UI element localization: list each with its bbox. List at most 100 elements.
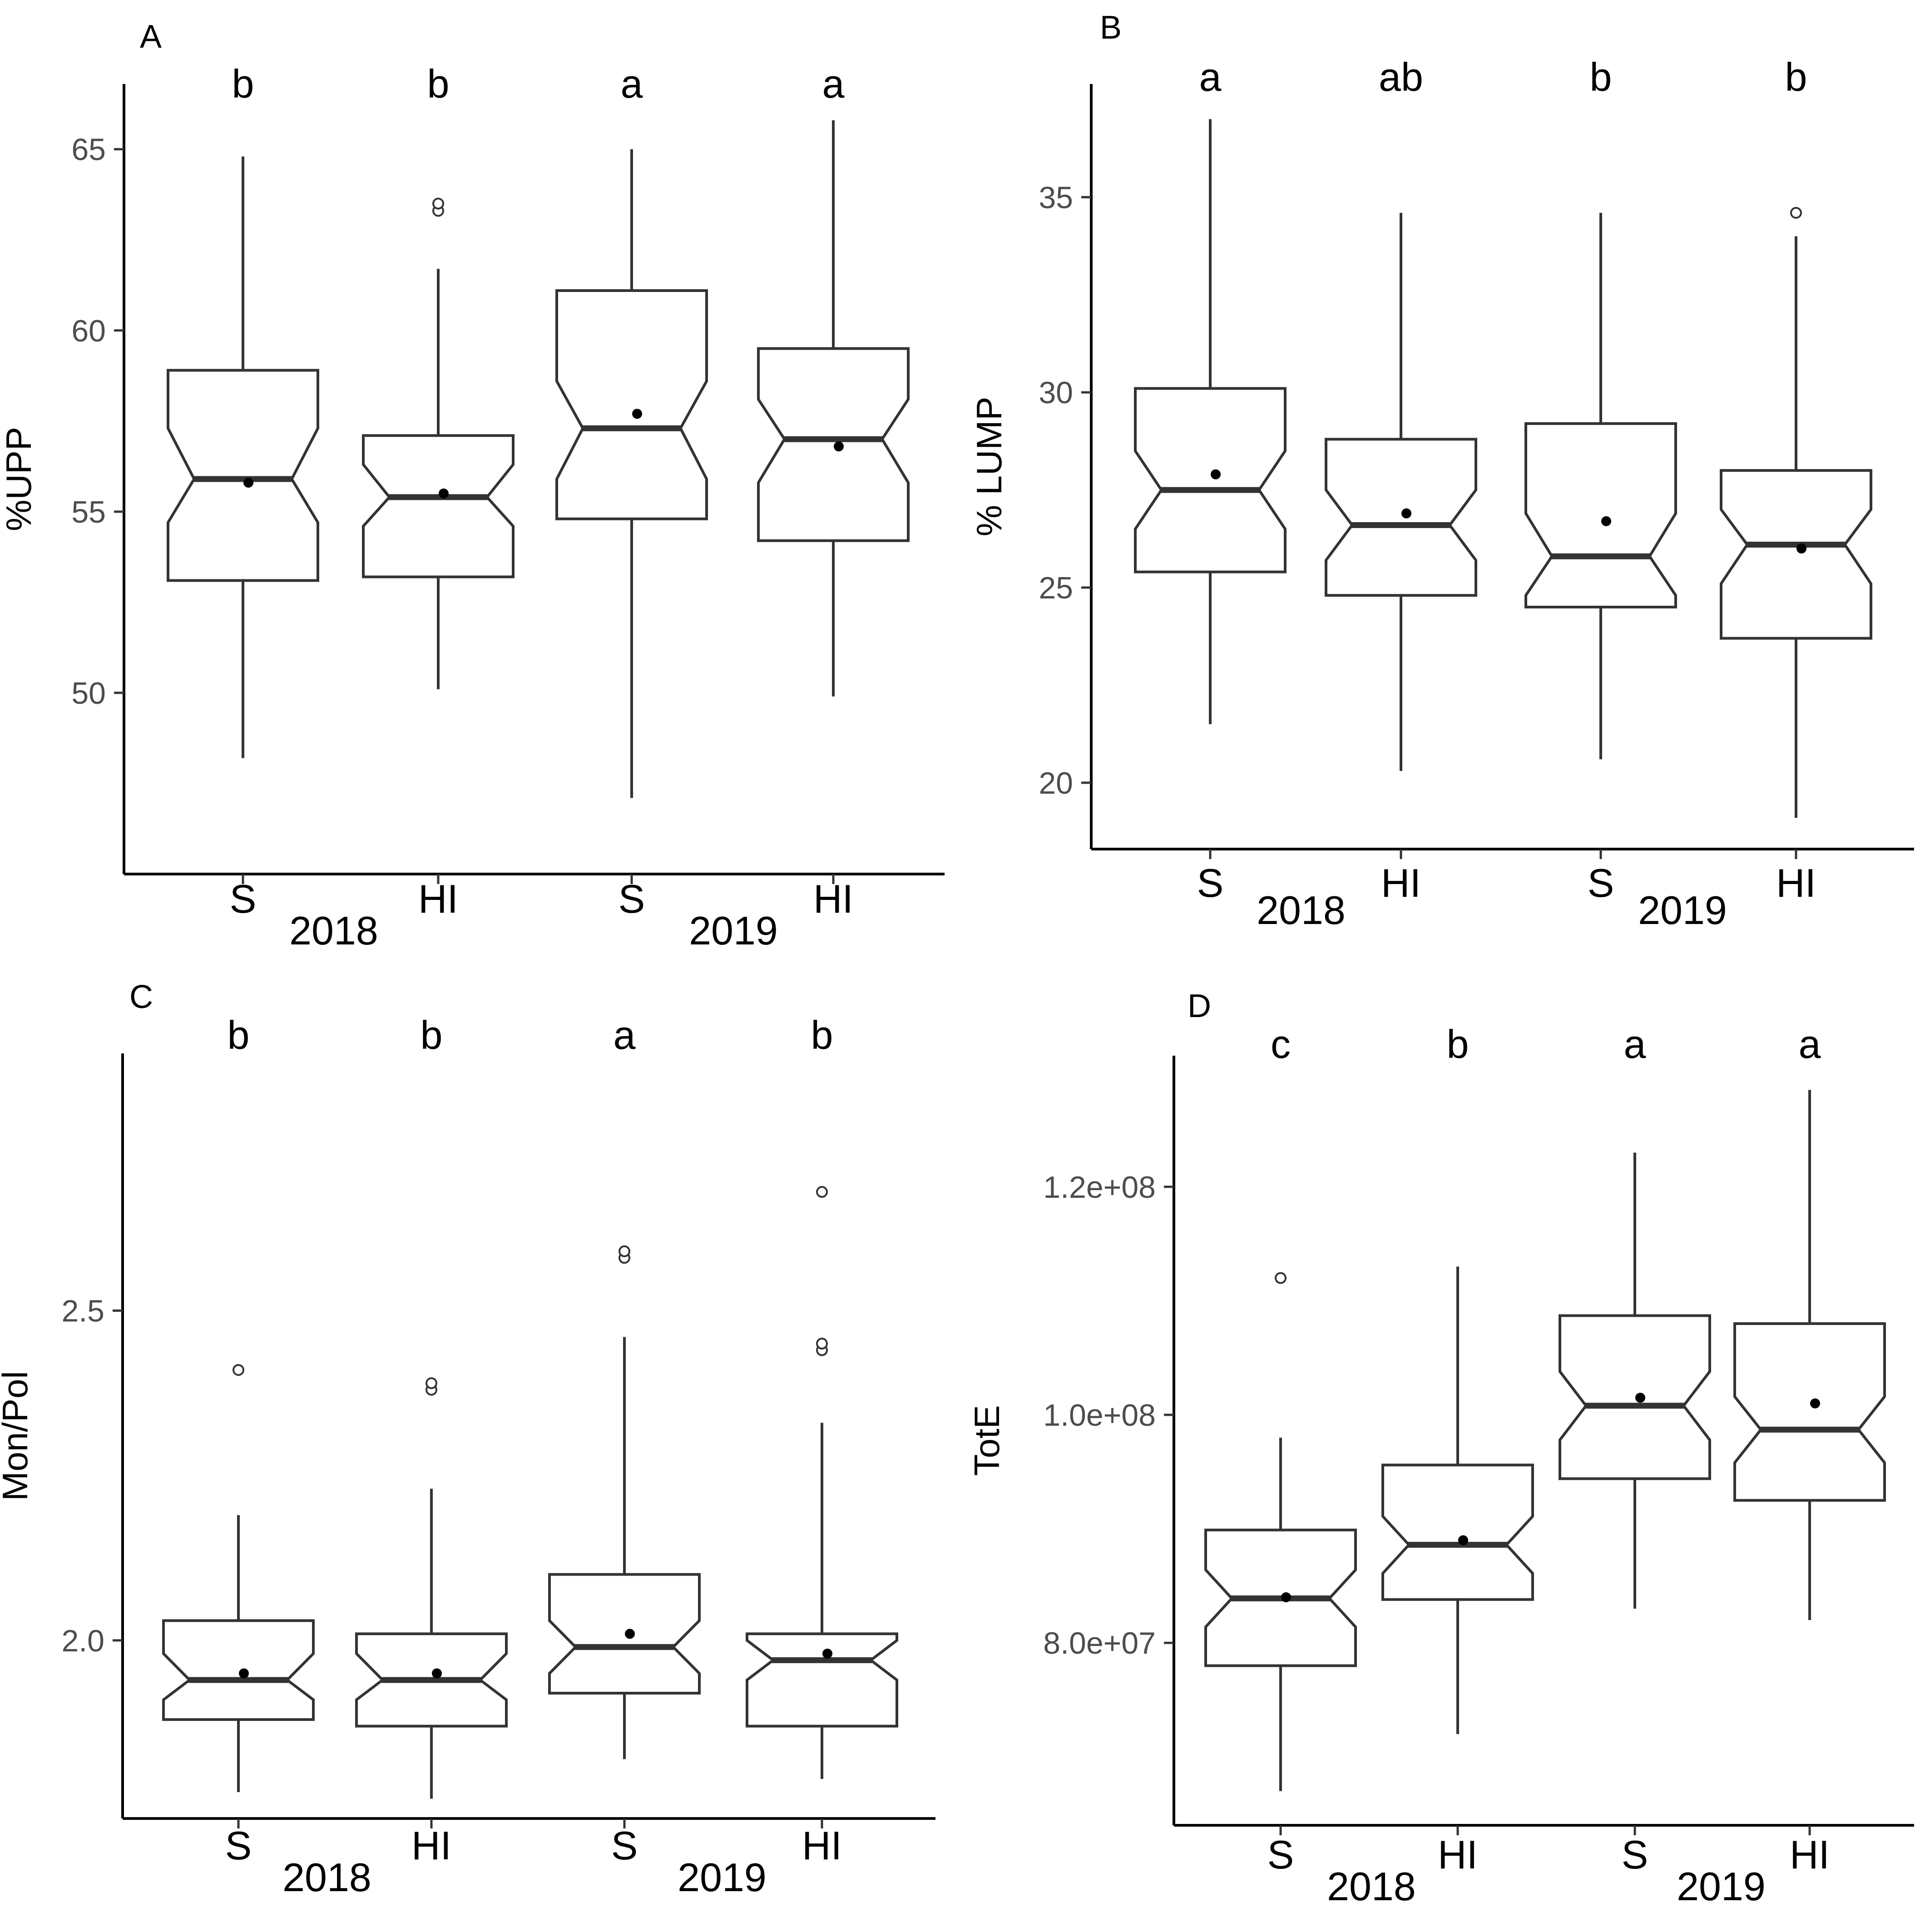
x-tick-label: S bbox=[1588, 860, 1614, 905]
notched-box bbox=[1720, 469, 1872, 640]
mean-point bbox=[625, 1629, 635, 1639]
y-tick-label: 20 bbox=[1039, 766, 1073, 800]
year-group-label: 2019 bbox=[1638, 888, 1727, 933]
y-tick-label: 35 bbox=[1039, 180, 1073, 215]
mean-point bbox=[1281, 1592, 1291, 1602]
significance-letter: a bbox=[1624, 1022, 1646, 1067]
panel-d: D8.0e+071.0e+081.2e+08TotEScHIbSaHIa2018… bbox=[967, 988, 1914, 1909]
box-1: Sc bbox=[1204, 1022, 1357, 1877]
notched-box bbox=[362, 434, 515, 578]
mean-point bbox=[1635, 1393, 1645, 1403]
notched-box bbox=[167, 369, 319, 582]
y-tick-label: 1.0e+08 bbox=[1043, 1398, 1156, 1433]
significance-letter: a bbox=[621, 61, 643, 106]
notched-box bbox=[1524, 422, 1677, 608]
mean-point bbox=[432, 1668, 442, 1679]
year-group-label: 2019 bbox=[689, 908, 778, 953]
y-tick-label: 1.2e+08 bbox=[1043, 1170, 1156, 1205]
outlier-point bbox=[619, 1245, 630, 1257]
panel-label: C bbox=[129, 979, 153, 1015]
y-tick-label: 2.5 bbox=[61, 1294, 104, 1329]
significance-letter: ab bbox=[1379, 54, 1423, 99]
mean-point bbox=[239, 1668, 249, 1679]
outlier-point bbox=[426, 1377, 437, 1389]
box-2: HI b bbox=[1381, 1022, 1534, 1877]
x-tick-label: S bbox=[230, 876, 257, 921]
x-tick-label: S bbox=[225, 1823, 252, 1868]
mean-point bbox=[834, 441, 844, 452]
box-3: Sb bbox=[1524, 54, 1677, 905]
significance-letter: b bbox=[1590, 54, 1612, 99]
significance-letter: c bbox=[1271, 1022, 1291, 1067]
outlier-point bbox=[816, 1186, 828, 1198]
y-axis-title: % LUMP bbox=[969, 397, 1009, 537]
mean-point bbox=[1401, 508, 1411, 519]
y-tick-label: 2.0 bbox=[61, 1624, 104, 1658]
notched-box bbox=[757, 347, 910, 542]
year-group-label: 2019 bbox=[1677, 1864, 1766, 1909]
notched-box bbox=[746, 1632, 898, 1728]
significance-letter: b bbox=[1447, 1022, 1469, 1067]
box-3: Sa bbox=[548, 1013, 701, 1868]
box-2: HI b bbox=[362, 61, 515, 921]
x-tick-label: HI bbox=[411, 1823, 451, 1868]
box-2: HIb bbox=[355, 1013, 508, 1868]
y-tick-label: 50 bbox=[71, 676, 106, 711]
year-group-label: 2018 bbox=[282, 1855, 371, 1900]
significance-letter: a bbox=[1799, 1022, 1821, 1067]
y-axis-title: Mon/Pol bbox=[0, 1371, 35, 1501]
outlier-point bbox=[432, 198, 444, 210]
x-tick-label: HI bbox=[1790, 1832, 1830, 1877]
mean-point bbox=[632, 409, 642, 419]
box-1: Sb bbox=[167, 61, 319, 921]
y-tick-label: 25 bbox=[1039, 571, 1073, 605]
x-tick-label: S bbox=[611, 1823, 638, 1868]
notched-box bbox=[1134, 387, 1287, 573]
x-tick-label: S bbox=[1267, 1832, 1294, 1877]
box-4: HIb bbox=[1720, 54, 1872, 905]
year-group-label: 2018 bbox=[1327, 1864, 1416, 1909]
x-tick-label: HI bbox=[1438, 1832, 1478, 1877]
x-tick-label: HI bbox=[418, 876, 458, 921]
notched-box bbox=[162, 1619, 315, 1721]
outlier-point bbox=[816, 1338, 828, 1350]
notched-box bbox=[548, 1573, 701, 1695]
significance-letter: b bbox=[427, 61, 450, 106]
significance-letter: a bbox=[614, 1013, 636, 1057]
mean-point bbox=[243, 477, 253, 488]
outlier-point bbox=[1275, 1272, 1287, 1284]
mean-point bbox=[1601, 516, 1611, 526]
box-3: Sa bbox=[1559, 1022, 1711, 1877]
mean-point bbox=[1796, 544, 1806, 554]
x-tick-label: S bbox=[1622, 1832, 1648, 1877]
y-tick-label: 30 bbox=[1039, 376, 1073, 410]
significance-letter: b bbox=[232, 61, 254, 106]
y-tick-label: 65 bbox=[71, 133, 106, 167]
y-axis-title: TotE bbox=[967, 1405, 1007, 1476]
mean-point bbox=[1211, 469, 1221, 479]
significance-letter: a bbox=[1199, 54, 1222, 99]
notched-box bbox=[1381, 1463, 1534, 1601]
year-group-label: 2019 bbox=[678, 1855, 767, 1900]
notched-box bbox=[1559, 1314, 1711, 1480]
mean-point bbox=[822, 1648, 832, 1659]
x-tick-label: S bbox=[1197, 860, 1224, 905]
mean-point bbox=[1458, 1535, 1468, 1546]
significance-letter: b bbox=[811, 1013, 833, 1057]
x-tick-label: HI bbox=[1776, 860, 1816, 905]
year-group-label: 2018 bbox=[1257, 888, 1346, 933]
notched-box bbox=[555, 289, 708, 520]
mean-point bbox=[439, 488, 449, 499]
box-3: Sa bbox=[555, 61, 708, 921]
year-group-label: 2018 bbox=[289, 908, 378, 953]
y-tick-label: 8.0e+07 bbox=[1043, 1626, 1156, 1660]
panel-label: D bbox=[1188, 988, 1211, 1024]
y-tick-label: 55 bbox=[71, 495, 106, 529]
box-4: HIa bbox=[757, 61, 910, 921]
significance-letter: b bbox=[228, 1013, 250, 1057]
